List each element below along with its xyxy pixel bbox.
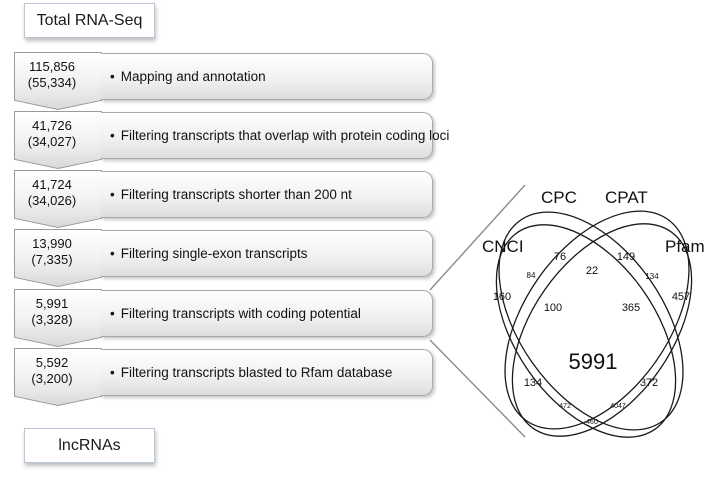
region-value: 4047 (610, 403, 626, 410)
count-text: 41,724 (34,026) (15, 177, 89, 209)
step-bar: • Filtering transcripts shorter than 200 … (101, 171, 433, 218)
bullet: • (110, 69, 115, 84)
region-value: 84 (527, 271, 536, 280)
region-value: 76 (554, 251, 566, 263)
set-label-cpc: CPC (541, 188, 577, 207)
lncrnas-label: lncRNAs (58, 436, 121, 454)
step-row: 13,990 (7,335) • Filtering single-exon tr… (14, 229, 433, 287)
step-row: 41,726 (34,027) • Filtering transcripts t… (14, 111, 449, 169)
step-bar: • Mapping and annotation (101, 53, 433, 100)
step-bar: • Filtering transcripts blasted to Rfam d… (101, 349, 433, 396)
zoom-line-bottom (429, 339, 526, 438)
step-bar: • Filtering transcripts that overlap with… (101, 112, 449, 159)
count-chevron (15, 112, 101, 168)
set-label-pfam: Pfam (665, 237, 705, 256)
count-chevron (15, 230, 101, 286)
step-label: Filtering transcripts with coding potent… (120, 306, 361, 321)
bullet: • (110, 187, 115, 202)
step-bar: • Filtering transcripts with coding poten… (101, 290, 433, 337)
lncrnas-box: lncRNAs (24, 428, 155, 463)
set-label-cnci: CNCI (482, 237, 524, 256)
count-sub: (34,026) (27, 193, 77, 208)
region-value: 22 (586, 265, 598, 277)
step-label: Filtering transcripts blasted to Rfam da… (120, 365, 393, 380)
region-value: 457 (672, 291, 690, 303)
region-value: 100 (544, 302, 562, 314)
region-value: 472 (559, 403, 571, 410)
bullet: • (110, 246, 115, 261)
region-value: 149 (617, 251, 635, 263)
step-row: 115,856 (55,334) • Mapping and annotation (14, 52, 433, 110)
total-rnaseq-box: Total RNA-Seq (24, 3, 155, 38)
step-row: 5,991 (3,328) • Filtering transcripts wit… (14, 289, 433, 347)
count-total: 5,592 (35, 355, 69, 370)
region-value: 134 (524, 377, 542, 389)
count-text: 5,991 (3,328) (15, 296, 89, 328)
count-sub: (3,200) (31, 371, 73, 386)
count-chevron (15, 290, 101, 346)
step-label: Filtering single-exon transcripts (120, 246, 308, 261)
zoom-line-top (429, 184, 526, 291)
count-total: 5,991 (35, 296, 69, 311)
count-sub: (55,334) (27, 75, 77, 90)
count-text: 115,856 (55,334) (15, 59, 89, 91)
ellipse-cpc (498, 211, 684, 431)
step-label: Filtering transcripts shorter than 200 n… (120, 187, 352, 202)
count-chevron (15, 349, 101, 405)
step-row: 5,592 (3,200) • Filtering transcripts bla… (14, 348, 433, 406)
ellipse-cnci (495, 224, 677, 438)
count-total: 13,990 (32, 236, 72, 251)
count-total: 41,724 (32, 177, 72, 192)
region-value: 5991 (569, 349, 618, 374)
region-value: 372 (640, 377, 658, 389)
count-chevron (15, 171, 101, 227)
count-text: 5,592 (3,200) (15, 355, 89, 387)
bullet: • (110, 306, 115, 321)
count-sub: (7,335) (31, 252, 73, 267)
count-total: 115,856 (28, 59, 76, 74)
region-value: 134 (645, 272, 659, 281)
set-label-cpat: CPAT (605, 188, 648, 207)
ellipse-cpat (504, 210, 690, 430)
count-text: 41,726 (34,027) (15, 118, 89, 150)
count-text: 13,990 (7,335) (15, 236, 89, 268)
step-label: Filtering transcripts that overlap with … (120, 128, 450, 143)
total-rnaseq-label: Total RNA-Seq (36, 11, 143, 29)
count-total: 41,726 (32, 118, 72, 133)
step-row: 41,724 (34,026) • Filtering transcripts s… (14, 170, 433, 228)
count-chevron (15, 53, 101, 109)
step-bar: • Filtering single-exon transcripts (101, 230, 433, 277)
region-value: 160 (493, 291, 511, 303)
bullet: • (110, 365, 115, 380)
step-label: Mapping and annotation (120, 69, 266, 84)
region-value: 460 (586, 419, 598, 426)
bullet: • (110, 128, 115, 143)
count-sub: (34,027) (27, 134, 77, 149)
ellipse-pfam (511, 223, 693, 437)
region-value: 365 (622, 302, 640, 314)
count-sub: (3,328) (31, 312, 73, 327)
